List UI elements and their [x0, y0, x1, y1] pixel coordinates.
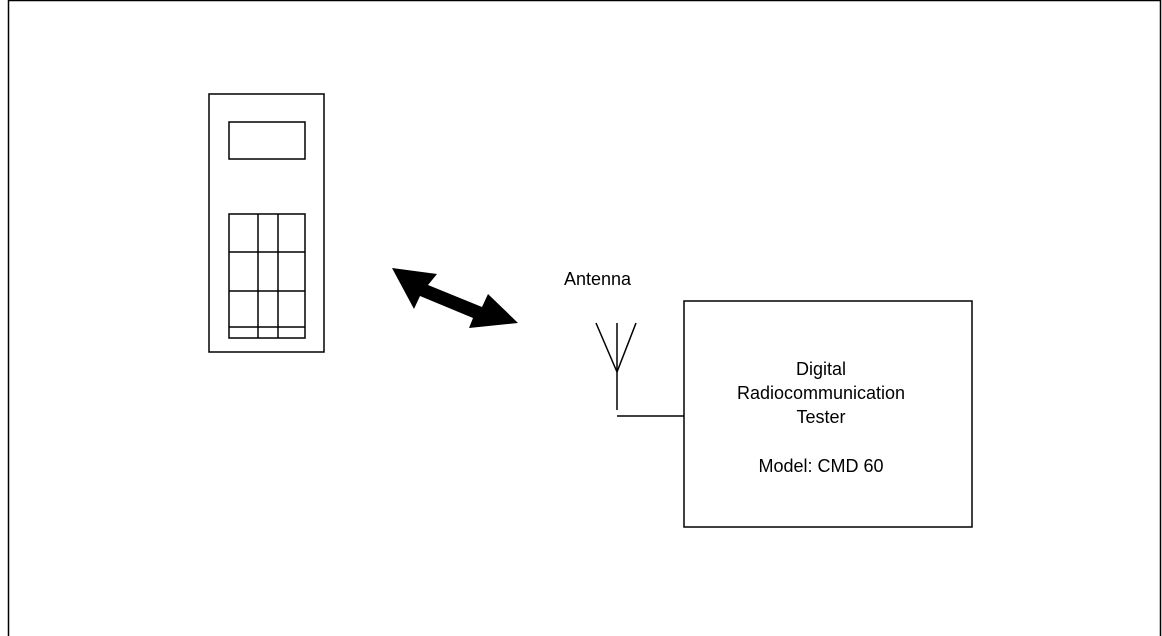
tester-title-line-3: Tester — [796, 407, 845, 427]
mobile-phone-icon — [208, 93, 325, 353]
antenna-label: Antenna — [564, 269, 632, 289]
tester-title-line-2: Radiocommunication — [737, 383, 905, 403]
antenna-icon — [595, 322, 684, 417]
tester-title-line-1: Digital — [796, 359, 846, 379]
tester-box — [683, 300, 973, 528]
phone-display — [228, 121, 306, 160]
tester-model: Model: CMD 60 — [758, 456, 883, 476]
phone-body — [208, 93, 325, 353]
double-headed-arrow-icon — [392, 268, 518, 328]
phone-keypad — [228, 213, 306, 339]
outer-frame — [7, 0, 1162, 636]
